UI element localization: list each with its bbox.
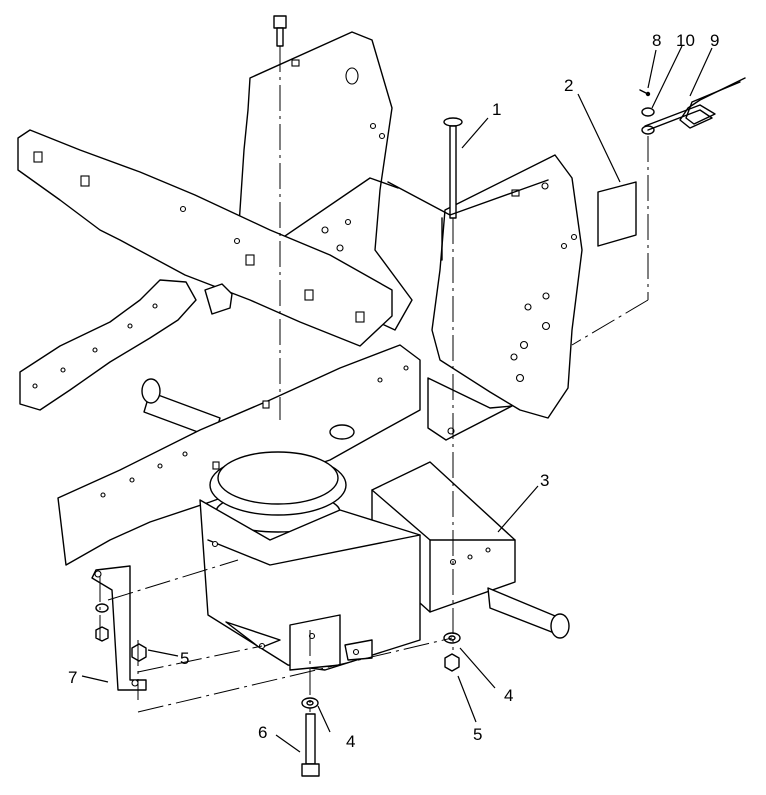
pin-part-8 (639, 89, 651, 97)
callout-4-bottom: 4 (346, 732, 355, 751)
decal-part-2 (597, 181, 637, 247)
callout-5-left: 5 (180, 649, 189, 668)
upper-cross-bracket (17, 129, 393, 347)
callout-3: 3 (540, 471, 549, 490)
lower-crossmember (57, 344, 421, 566)
callout-9: 9 (710, 31, 719, 50)
right-mounting-plate (427, 154, 583, 441)
drive-pulley (209, 424, 355, 533)
callout-1: 1 (492, 100, 501, 119)
hanger-bracket (91, 565, 147, 691)
bracket-washer-and-nut (95, 603, 109, 642)
callout-6: 6 (258, 723, 267, 742)
rod-part-9 (644, 77, 746, 131)
nut-part-5-left (131, 643, 147, 662)
callout-10: 10 (676, 31, 695, 50)
gearbox-body (199, 499, 421, 671)
callout-7: 7 (68, 668, 77, 687)
left-frame-rail (19, 279, 197, 411)
callout-8: 8 (652, 31, 661, 50)
bolt-part-6 (301, 713, 320, 777)
assembly-centerlines (99, 46, 649, 713)
bent-rod-link (387, 179, 549, 261)
top-bolt (273, 15, 287, 47)
nut-part-5-right (444, 653, 460, 672)
callout-leaders (81, 45, 713, 753)
callout-2: 2 (564, 76, 573, 95)
callout-4-right: 4 (504, 686, 513, 705)
callout-labels: 1 2 3 4 4 5 5 6 7 8 10 9 (68, 31, 719, 751)
callout-5-bottom: 5 (473, 725, 482, 744)
